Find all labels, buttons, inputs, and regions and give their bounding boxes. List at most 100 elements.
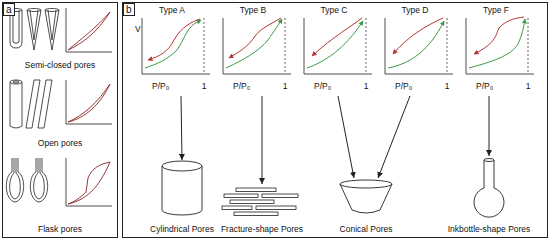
figure-panel: aSemi-closed poresOpen poresFlask pores (2, 2, 118, 238)
isotherm-curve (68, 84, 110, 122)
flask-pore-figure (6, 158, 47, 202)
fracture-plate (222, 206, 252, 210)
adsorption-curve (145, 20, 201, 68)
pore-outline (27, 10, 41, 50)
axis-label: P/P₀ (314, 81, 331, 91)
pore-neck (484, 160, 494, 188)
pore-type: Conical Pores (324, 178, 408, 234)
text-holder: Fracture-shape Pores (221, 224, 303, 234)
desorption-curve (229, 18, 281, 58)
pore-label: Inkbottle-shape Pores (448, 224, 531, 234)
pore-mouth (340, 180, 392, 188)
axis-label: V (135, 24, 141, 34)
connector-arrow (181, 96, 182, 160)
text-holder: Conical Pores (340, 224, 393, 234)
saturation-line (285, 18, 286, 74)
pore-mouth (13, 81, 19, 83)
axis-label: P/P₀ (476, 81, 493, 91)
text-holder: a (3, 3, 15, 16)
axis-label: 1 (445, 81, 450, 91)
hysteresis-chart (223, 18, 291, 74)
pore-outline (30, 10, 38, 40)
inkbottle-pore (474, 159, 504, 218)
fracture-plate (236, 188, 276, 192)
pore-outline (34, 158, 45, 199)
pore-outline (340, 184, 392, 210)
isotherm-chart: Type C P/P₀ 1 (294, 4, 374, 96)
pore-type: Fracture-shape Pores (216, 184, 308, 234)
chart-axes (223, 18, 291, 74)
semi-closed-pore-figure (10, 9, 59, 51)
text-holder: Type D (402, 5, 429, 15)
figure-panel: bType AVP/P₀1Type BP/P₀1Type CP/P₀1Type … (122, 2, 548, 238)
text-holder: P/P₀ (314, 81, 331, 91)
semi-closed-isotherm (66, 8, 112, 52)
text-holder: P/P₀ (476, 81, 493, 91)
isotherm-curve (68, 84, 110, 122)
isotherm-curve (68, 162, 110, 204)
axis-label: 1 (364, 81, 369, 91)
adsorption-curve (307, 21, 363, 68)
fracture-plate (256, 206, 296, 210)
text-holder: 1 (283, 81, 288, 91)
plot-axes (66, 8, 112, 52)
text-holder: P/P₀ (233, 81, 250, 91)
connector-arrow (489, 96, 490, 156)
text-holder: Type A (159, 5, 185, 15)
pore-type: Flask pores (6, 156, 114, 234)
text-holder: V (135, 24, 141, 34)
hysteresis-chart (142, 18, 210, 74)
chart-title: Type A (159, 5, 185, 15)
pore-body (474, 188, 504, 217)
pore-outline (162, 166, 202, 210)
axis-label: P/P₀ (152, 81, 169, 91)
text-holder: Semi-closed pores (25, 60, 95, 70)
hysteresis-chart (385, 18, 453, 74)
pore-label: Open pores (38, 138, 82, 148)
chart-axes (304, 18, 372, 74)
adsorption-curve (226, 19, 282, 68)
pore-outline (10, 82, 22, 126)
text-holder: b (123, 3, 135, 16)
pore-label: Cylindrical Pores (150, 224, 214, 234)
text-holder: P/P₀ (152, 81, 169, 91)
pore-outline (45, 10, 59, 50)
chart-title: Type B (240, 5, 266, 15)
pore-outline (38, 80, 52, 128)
text-holder: Open pores (38, 138, 82, 148)
conical-pore (340, 180, 392, 213)
pore-label: Fracture-shape Pores (221, 224, 303, 234)
text-holder: 1 (526, 81, 531, 91)
axis-label: P/P₀ (395, 81, 412, 91)
axis-label: 1 (283, 81, 288, 91)
plot-axes (66, 80, 112, 124)
chart-title: Type F (483, 5, 509, 15)
pore-outline (10, 126, 22, 128)
pore-type: Semi-closed pores (6, 6, 114, 70)
connector-arrow (378, 96, 410, 178)
text-holder: Type C (321, 5, 348, 15)
pore-outline (162, 210, 202, 215)
pore-outline (48, 10, 56, 40)
text-holder: P/P₀ (395, 81, 412, 91)
chart-title: Type C (321, 5, 348, 15)
pore-mouth (162, 161, 202, 171)
isotherm-chart: Type A V P/P₀ 1 (132, 4, 212, 96)
connector-arrow (262, 96, 263, 184)
isotherm-curve (68, 12, 110, 50)
pore-label: Conical Pores (340, 224, 393, 234)
panel-letter: a (3, 3, 15, 16)
chart-axes (385, 18, 453, 74)
text-holder: Cylindrical Pores (150, 224, 214, 234)
desorption-curve (393, 18, 443, 54)
pore-outline (26, 80, 40, 128)
adsorption-curve (388, 21, 444, 68)
desorption-curve (312, 18, 362, 56)
open-isotherm (66, 80, 112, 124)
chart-title: Type D (402, 5, 429, 15)
axis-label: 1 (202, 81, 207, 91)
isotherm-curve (68, 12, 110, 50)
open-pore-figure (10, 80, 52, 128)
flask-isotherm (66, 158, 112, 206)
